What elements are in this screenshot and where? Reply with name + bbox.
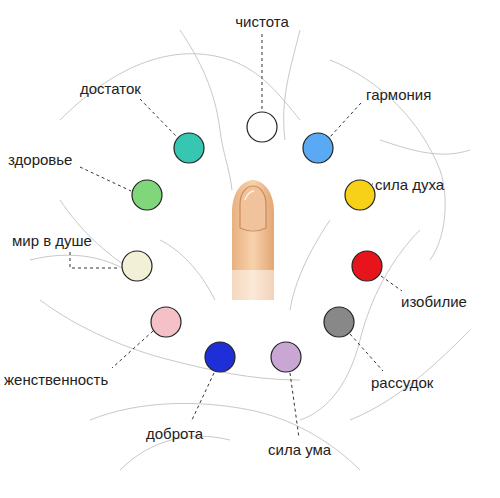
color-label: достаток [80,80,141,97]
color-label: доброта [146,425,203,442]
color-circles [122,112,382,372]
color-label: изобилие [401,293,467,310]
color-label: чистота [235,13,288,30]
leader-lines [70,34,402,438]
color-label: сила ума [268,441,331,458]
color-label: гармония [366,86,431,103]
hands-sketch [30,30,470,470]
color-label: женственность [4,371,108,388]
color-label: здоровье [8,151,72,168]
color-label: мир в душе [12,232,92,249]
color-label: сила духа [375,176,444,193]
color-label: рассудок [371,374,433,391]
finger [232,180,274,310]
